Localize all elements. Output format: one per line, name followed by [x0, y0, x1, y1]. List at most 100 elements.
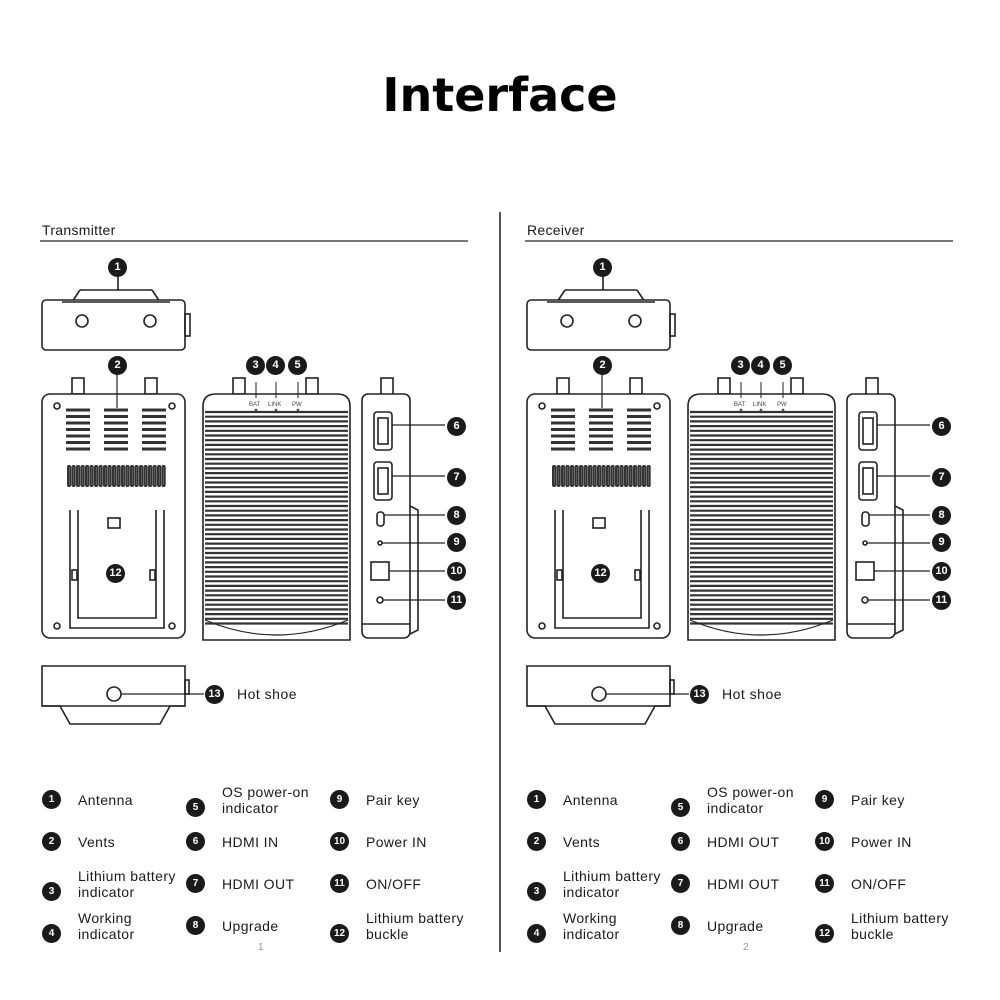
- legend-text: Upgrade: [707, 918, 764, 934]
- transmitter-panel: Transmitter: [0, 210, 500, 970]
- legend-text: HDMI OUT: [222, 876, 295, 892]
- panel-heading: Transmitter: [42, 222, 116, 238]
- front-view: [526, 377, 671, 639]
- legend-number: 9: [330, 790, 349, 809]
- callout-4: 4: [266, 356, 285, 375]
- legend-text: OS power-on indicator: [222, 784, 309, 816]
- led-label-pw: PW: [292, 402, 302, 408]
- callout-5: 5: [773, 356, 792, 375]
- callout-1: 1: [593, 258, 612, 277]
- legend-number: 8: [671, 916, 690, 935]
- legend-text: Power IN: [851, 834, 912, 850]
- legend-number: 12: [330, 924, 349, 943]
- hot-shoe-label: Hot shoe: [722, 686, 783, 702]
- legend-text: Working indicator: [563, 910, 620, 942]
- legend-number: 3: [527, 882, 546, 901]
- led-label-pw: PW: [777, 402, 787, 408]
- panel-rule: [525, 240, 953, 242]
- legend-number: 2: [42, 832, 61, 851]
- callout-11: 11: [932, 591, 951, 610]
- legend-text: Upgrade: [222, 918, 279, 934]
- bottom-view: [526, 665, 689, 725]
- callout-8: 8: [932, 506, 951, 525]
- bottom-view: [41, 665, 204, 725]
- legend-text: Pair key: [851, 792, 905, 808]
- callout-9: 9: [447, 533, 466, 552]
- callout-3: 3: [246, 356, 265, 375]
- page-number: 1: [258, 942, 264, 953]
- legend-text: ON/OFF: [366, 876, 422, 892]
- callout-10: 10: [447, 562, 466, 581]
- callout-7: 7: [932, 468, 951, 487]
- legend-number: 2: [527, 832, 546, 851]
- led-indicators: [739, 382, 785, 412]
- legend-text: Antenna: [78, 792, 133, 808]
- legend-text: ON/OFF: [851, 876, 907, 892]
- legend-text: Lithium battery buckle: [851, 910, 949, 942]
- edge-view: [361, 377, 445, 639]
- receiver-panel: Receiver: [485, 210, 985, 970]
- edge-view: [846, 377, 930, 639]
- legend-text: Vents: [563, 834, 601, 850]
- top-view: [526, 276, 676, 351]
- callout-5: 5: [288, 356, 307, 375]
- legend-number: 6: [671, 832, 690, 851]
- led-label-bat: BAT: [734, 402, 746, 408]
- legend-number: 3: [42, 882, 61, 901]
- legend-text: Working indicator: [78, 910, 135, 942]
- led-label-link: LINK: [753, 402, 766, 408]
- device-drawings: BAT LINK PW: [41, 276, 445, 725]
- callout-8: 8: [447, 506, 466, 525]
- side-view: [202, 377, 351, 641]
- legend-text: Lithium battery indicator: [563, 868, 661, 900]
- callout-2: 2: [593, 356, 612, 375]
- callout-1: 1: [108, 258, 127, 277]
- device-drawings: BAT LINK PW: [526, 276, 930, 725]
- callout-12: 12: [106, 564, 125, 583]
- page-number: 2: [743, 942, 749, 953]
- callout-6: 6: [447, 417, 466, 436]
- panel-rule: [40, 240, 468, 242]
- legend-number: 5: [671, 798, 690, 817]
- panel-heading: Receiver: [527, 222, 585, 238]
- legend-number: 7: [186, 874, 205, 893]
- legend-number: 1: [527, 790, 546, 809]
- led-indicators: [254, 382, 300, 412]
- legend-number: 8: [186, 916, 205, 935]
- legend-text: Antenna: [563, 792, 618, 808]
- callout-6: 6: [932, 417, 951, 436]
- legend-text: HDMI IN: [222, 834, 279, 850]
- callout-10: 10: [932, 562, 951, 581]
- legend-number: 1: [42, 790, 61, 809]
- led-label-bat: BAT: [249, 402, 261, 408]
- legend-number: 6: [186, 832, 205, 851]
- panel-divider: [499, 212, 501, 952]
- legend-text: Lithium battery buckle: [366, 910, 464, 942]
- callout-9: 9: [932, 533, 951, 552]
- legend-number: 12: [815, 924, 834, 943]
- legend-text: HDMI OUT: [707, 876, 780, 892]
- callout-13: 13: [690, 685, 709, 704]
- legend-number: 9: [815, 790, 834, 809]
- legend-number: 11: [330, 874, 349, 893]
- callout-2: 2: [108, 356, 127, 375]
- legend-text: Lithium battery indicator: [78, 868, 176, 900]
- legend-number: 7: [671, 874, 690, 893]
- legend-text: HDMI OUT: [707, 834, 780, 850]
- legend-text: Pair key: [366, 792, 420, 808]
- callout-13: 13: [205, 685, 224, 704]
- legend-text: Power IN: [366, 834, 427, 850]
- legend-number: 11: [815, 874, 834, 893]
- legend-number: 4: [527, 924, 546, 943]
- callout-12: 12: [591, 564, 610, 583]
- callout-7: 7: [447, 468, 466, 487]
- callout-11: 11: [447, 591, 466, 610]
- side-view: [687, 377, 836, 641]
- callout-3: 3: [731, 356, 750, 375]
- front-view: [41, 377, 186, 639]
- legend-text: OS power-on indicator: [707, 784, 794, 816]
- legend-number: 5: [186, 798, 205, 817]
- legend-number: 4: [42, 924, 61, 943]
- page-title: Interface: [382, 68, 618, 122]
- callout-4: 4: [751, 356, 770, 375]
